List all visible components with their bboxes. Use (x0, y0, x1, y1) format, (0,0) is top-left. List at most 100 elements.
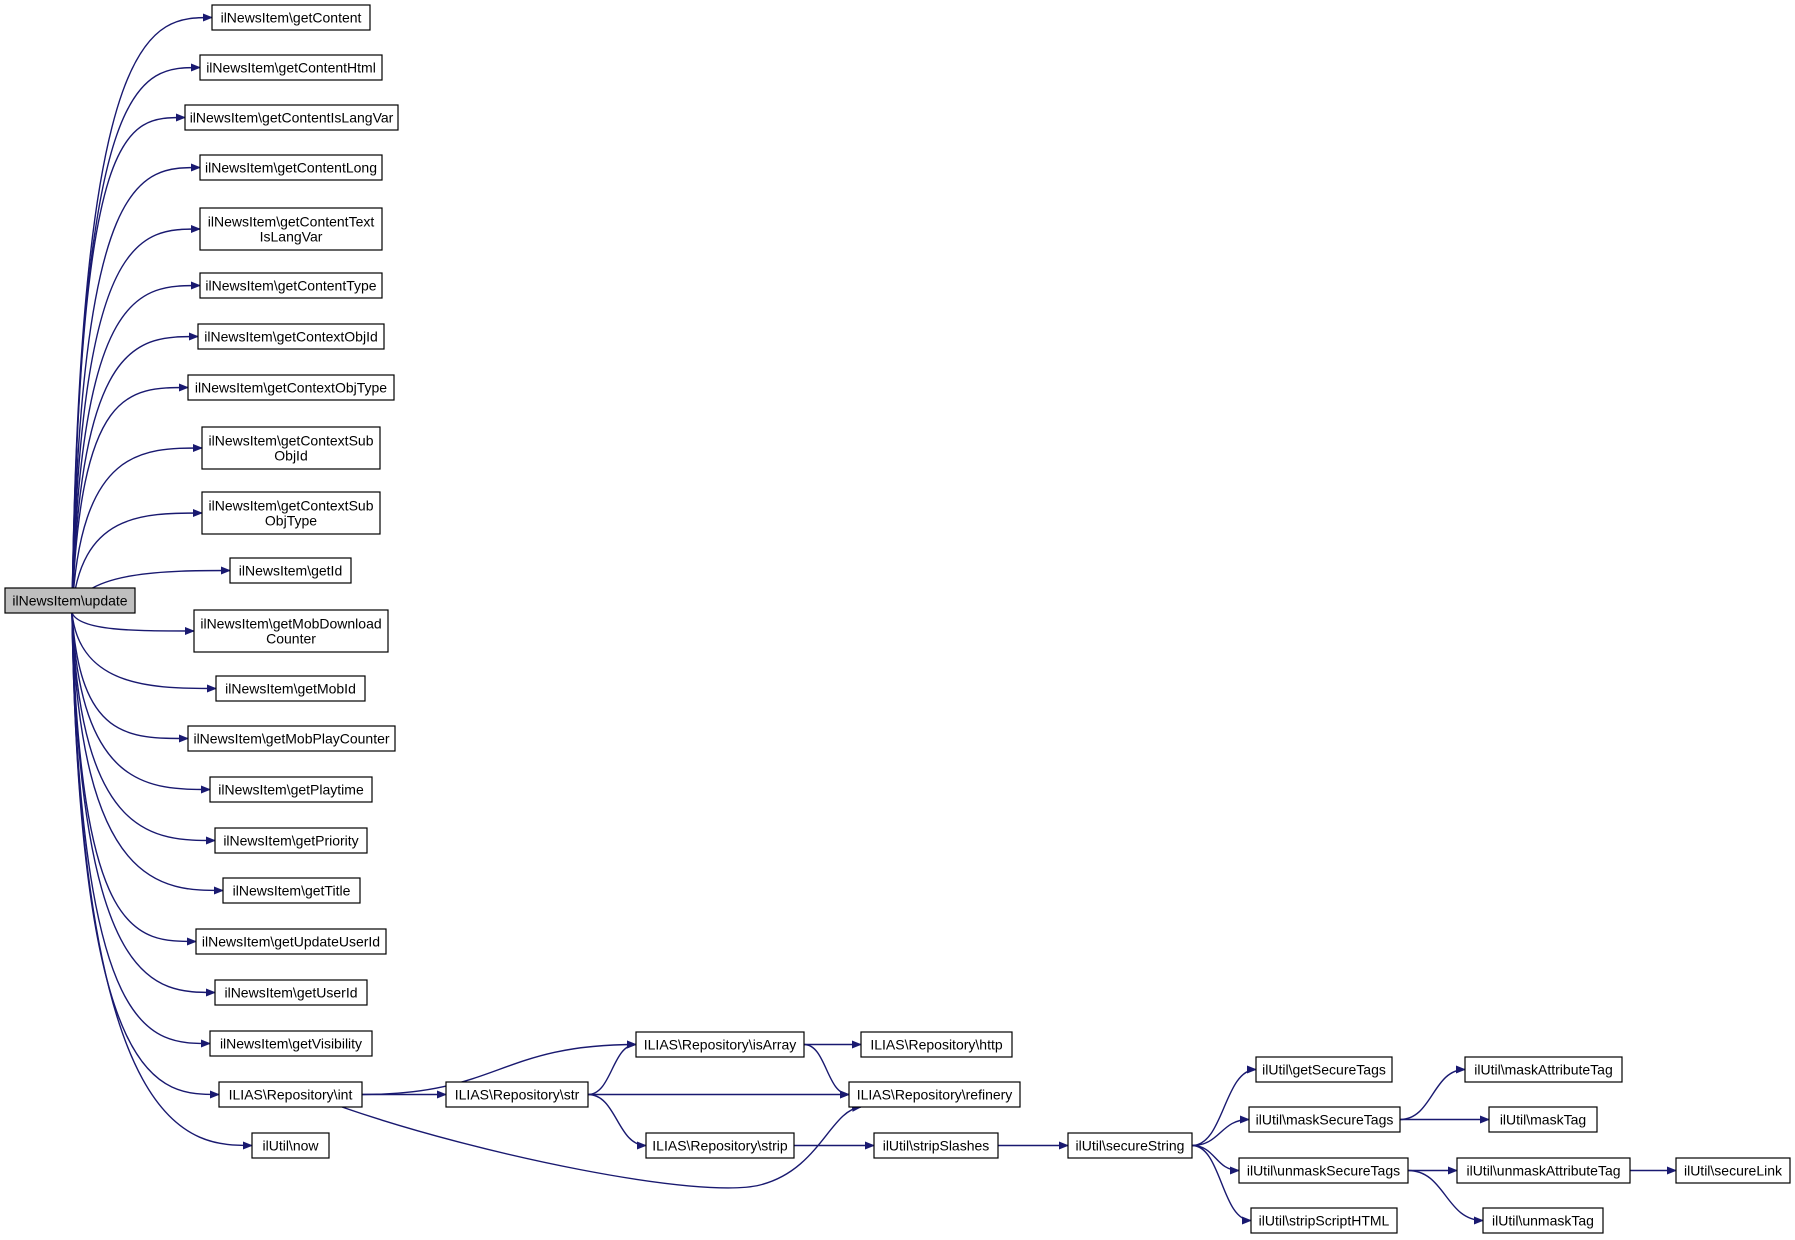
edge-secureString-to-unmaskSecureTags (1191, 1144, 1240, 1175)
node-repoStrip[interactable]: ILIAS\Repository\strip (645, 1132, 795, 1159)
node-box[interactable] (187, 725, 396, 752)
node-getContentType[interactable]: ilNewsItem\getContentType (199, 272, 383, 299)
edge-update-to-getContentType (71, 281, 201, 614)
edge-repoInt-to-isArray (361, 1040, 637, 1096)
node-box[interactable] (211, 4, 371, 31)
node-getMobPlayCounter[interactable]: ilNewsItem\getMobPlayCounter (187, 725, 396, 752)
node-refinery[interactable]: ILIAS\Repository\refinery (848, 1081, 1021, 1108)
node-label: ilNewsItem\getId (239, 563, 342, 579)
edge-update-to-getContentIsLangVar (71, 113, 186, 614)
node-label: ObjId (274, 448, 307, 464)
node-repoStr[interactable]: ILIAS\Repository\str (445, 1081, 589, 1108)
edge-update-to-getContextObjId (71, 332, 199, 614)
node-getPriority[interactable]: ilNewsItem\getPriority (214, 827, 368, 854)
node-getUserId[interactable]: ilNewsItem\getUserId (214, 979, 368, 1006)
node-box[interactable] (214, 979, 368, 1006)
node-label: ilNewsItem\getContentIsLangVar (190, 110, 394, 126)
node-box[interactable] (229, 557, 352, 584)
node-getContentHtml[interactable]: ilNewsItem\getContentHtml (199, 54, 383, 81)
node-box[interactable] (445, 1081, 589, 1108)
node-getSecureTags[interactable]: ilUtil\getSecureTags (1255, 1056, 1393, 1083)
node-label: ILIAS\Repository\http (870, 1037, 1003, 1053)
node-box[interactable] (214, 827, 368, 854)
node-box[interactable] (645, 1132, 795, 1159)
node-box[interactable] (193, 609, 389, 653)
node-box[interactable] (199, 272, 383, 299)
node-label: ILIAS\Repository\int (229, 1087, 353, 1103)
node-box[interactable] (199, 207, 383, 251)
node-box[interactable] (251, 1132, 330, 1159)
node-repoInt[interactable]: ILIAS\Repository\int (218, 1081, 363, 1108)
node-getId[interactable]: ilNewsItem\getId (229, 557, 352, 584)
node-maskTag[interactable]: ilUtil\maskTag (1488, 1106, 1598, 1133)
node-box[interactable] (184, 104, 399, 131)
node-box[interactable] (1255, 1056, 1393, 1083)
node-getPlaytime[interactable]: ilNewsItem\getPlaytime (209, 776, 373, 803)
node-maskSecureTags[interactable]: ilUtil\maskSecureTags (1248, 1106, 1401, 1133)
node-unmaskAttributeTag[interactable]: ilUtil\unmaskAttributeTag (1456, 1157, 1631, 1184)
node-label: ilNewsItem\getMobPlayCounter (193, 731, 389, 747)
node-box[interactable] (209, 1030, 373, 1057)
node-box[interactable] (1238, 1157, 1409, 1184)
node-http[interactable]: ILIAS\Repository\http (860, 1031, 1013, 1058)
edge-update-to-now (71, 612, 253, 1150)
node-label: ilUtil\maskAttributeTag (1474, 1062, 1613, 1078)
node-box[interactable] (848, 1081, 1021, 1108)
node-isArray[interactable]: ILIAS\Repository\isArray (635, 1031, 805, 1058)
node-label: ilNewsItem\getContextObjId (204, 329, 378, 345)
node-box[interactable] (209, 776, 373, 803)
edge-update-to-getUserId (71, 612, 216, 997)
edge-update-to-getContextSubObjType (71, 509, 203, 614)
node-stripScriptHTML[interactable]: ilUtil\stripScriptHTML (1250, 1207, 1398, 1234)
node-maskAttributeTag[interactable]: ilUtil\maskAttributeTag (1464, 1056, 1623, 1083)
node-box[interactable] (1464, 1056, 1623, 1083)
node-box[interactable] (635, 1031, 805, 1058)
node-unmaskSecureTags[interactable]: ilUtil\unmaskSecureTags (1238, 1157, 1409, 1184)
node-box[interactable] (1675, 1157, 1791, 1184)
node-getContentLong[interactable]: ilNewsItem\getContentLong (199, 154, 383, 181)
node-box[interactable] (1482, 1207, 1604, 1234)
node-label: ilNewsItem\getMobDownload (200, 616, 381, 632)
node-box[interactable] (1456, 1157, 1631, 1184)
node-box[interactable] (197, 323, 385, 350)
node-box[interactable] (1248, 1106, 1401, 1133)
node-getMobId[interactable]: ilNewsItem\getMobId (215, 675, 366, 702)
node-secureLink[interactable]: ilUtil\secureLink (1675, 1157, 1791, 1184)
node-box[interactable] (187, 374, 395, 401)
node-stripSlashes[interactable]: ilUtil\stripSlashes (873, 1132, 999, 1159)
node-box[interactable] (1488, 1106, 1598, 1133)
node-box[interactable] (199, 154, 383, 181)
node-box[interactable] (201, 491, 381, 535)
node-label: ilNewsItem\getVisibility (220, 1036, 362, 1052)
node-getVisibility[interactable]: ilNewsItem\getVisibility (209, 1030, 373, 1057)
node-getContentIsLangVar[interactable]: ilNewsItem\getContentIsLangVar (184, 104, 399, 131)
node-box[interactable] (873, 1132, 999, 1159)
node-box[interactable] (201, 426, 381, 470)
node-box[interactable] (860, 1031, 1013, 1058)
node-label: ilUtil\stripScriptHTML (1259, 1213, 1390, 1229)
nodes-layer: ilNewsItem\update ilNewsItem\getContent il… (4, 4, 1791, 1234)
node-box[interactable] (215, 675, 366, 702)
node-getContent[interactable]: ilNewsItem\getContent (211, 4, 371, 31)
node-box[interactable] (1067, 1132, 1193, 1159)
node-getTitle[interactable]: ilNewsItem\getTitle (222, 877, 361, 904)
node-unmaskTag[interactable]: ilUtil\unmaskTag (1482, 1207, 1604, 1234)
node-box[interactable] (1250, 1207, 1398, 1234)
node-update[interactable]: ilNewsItem\update (4, 587, 136, 614)
node-label: ilNewsItem\update (12, 593, 127, 609)
node-getContextObjType[interactable]: ilNewsItem\getContextObjType (187, 374, 395, 401)
node-box[interactable] (195, 928, 387, 955)
node-label: Counter (266, 631, 316, 647)
node-box[interactable] (222, 877, 361, 904)
node-box[interactable] (4, 587, 136, 614)
node-box[interactable] (218, 1081, 363, 1108)
node-getContextObjId[interactable]: ilNewsItem\getContextObjId (197, 323, 385, 350)
node-getUpdateUserId[interactable]: ilNewsItem\getUpdateUserId (195, 928, 387, 955)
node-box[interactable] (199, 54, 383, 81)
node-now[interactable]: ilUtil\now (251, 1132, 330, 1159)
node-secureString[interactable]: ilUtil\secureString (1067, 1132, 1193, 1159)
